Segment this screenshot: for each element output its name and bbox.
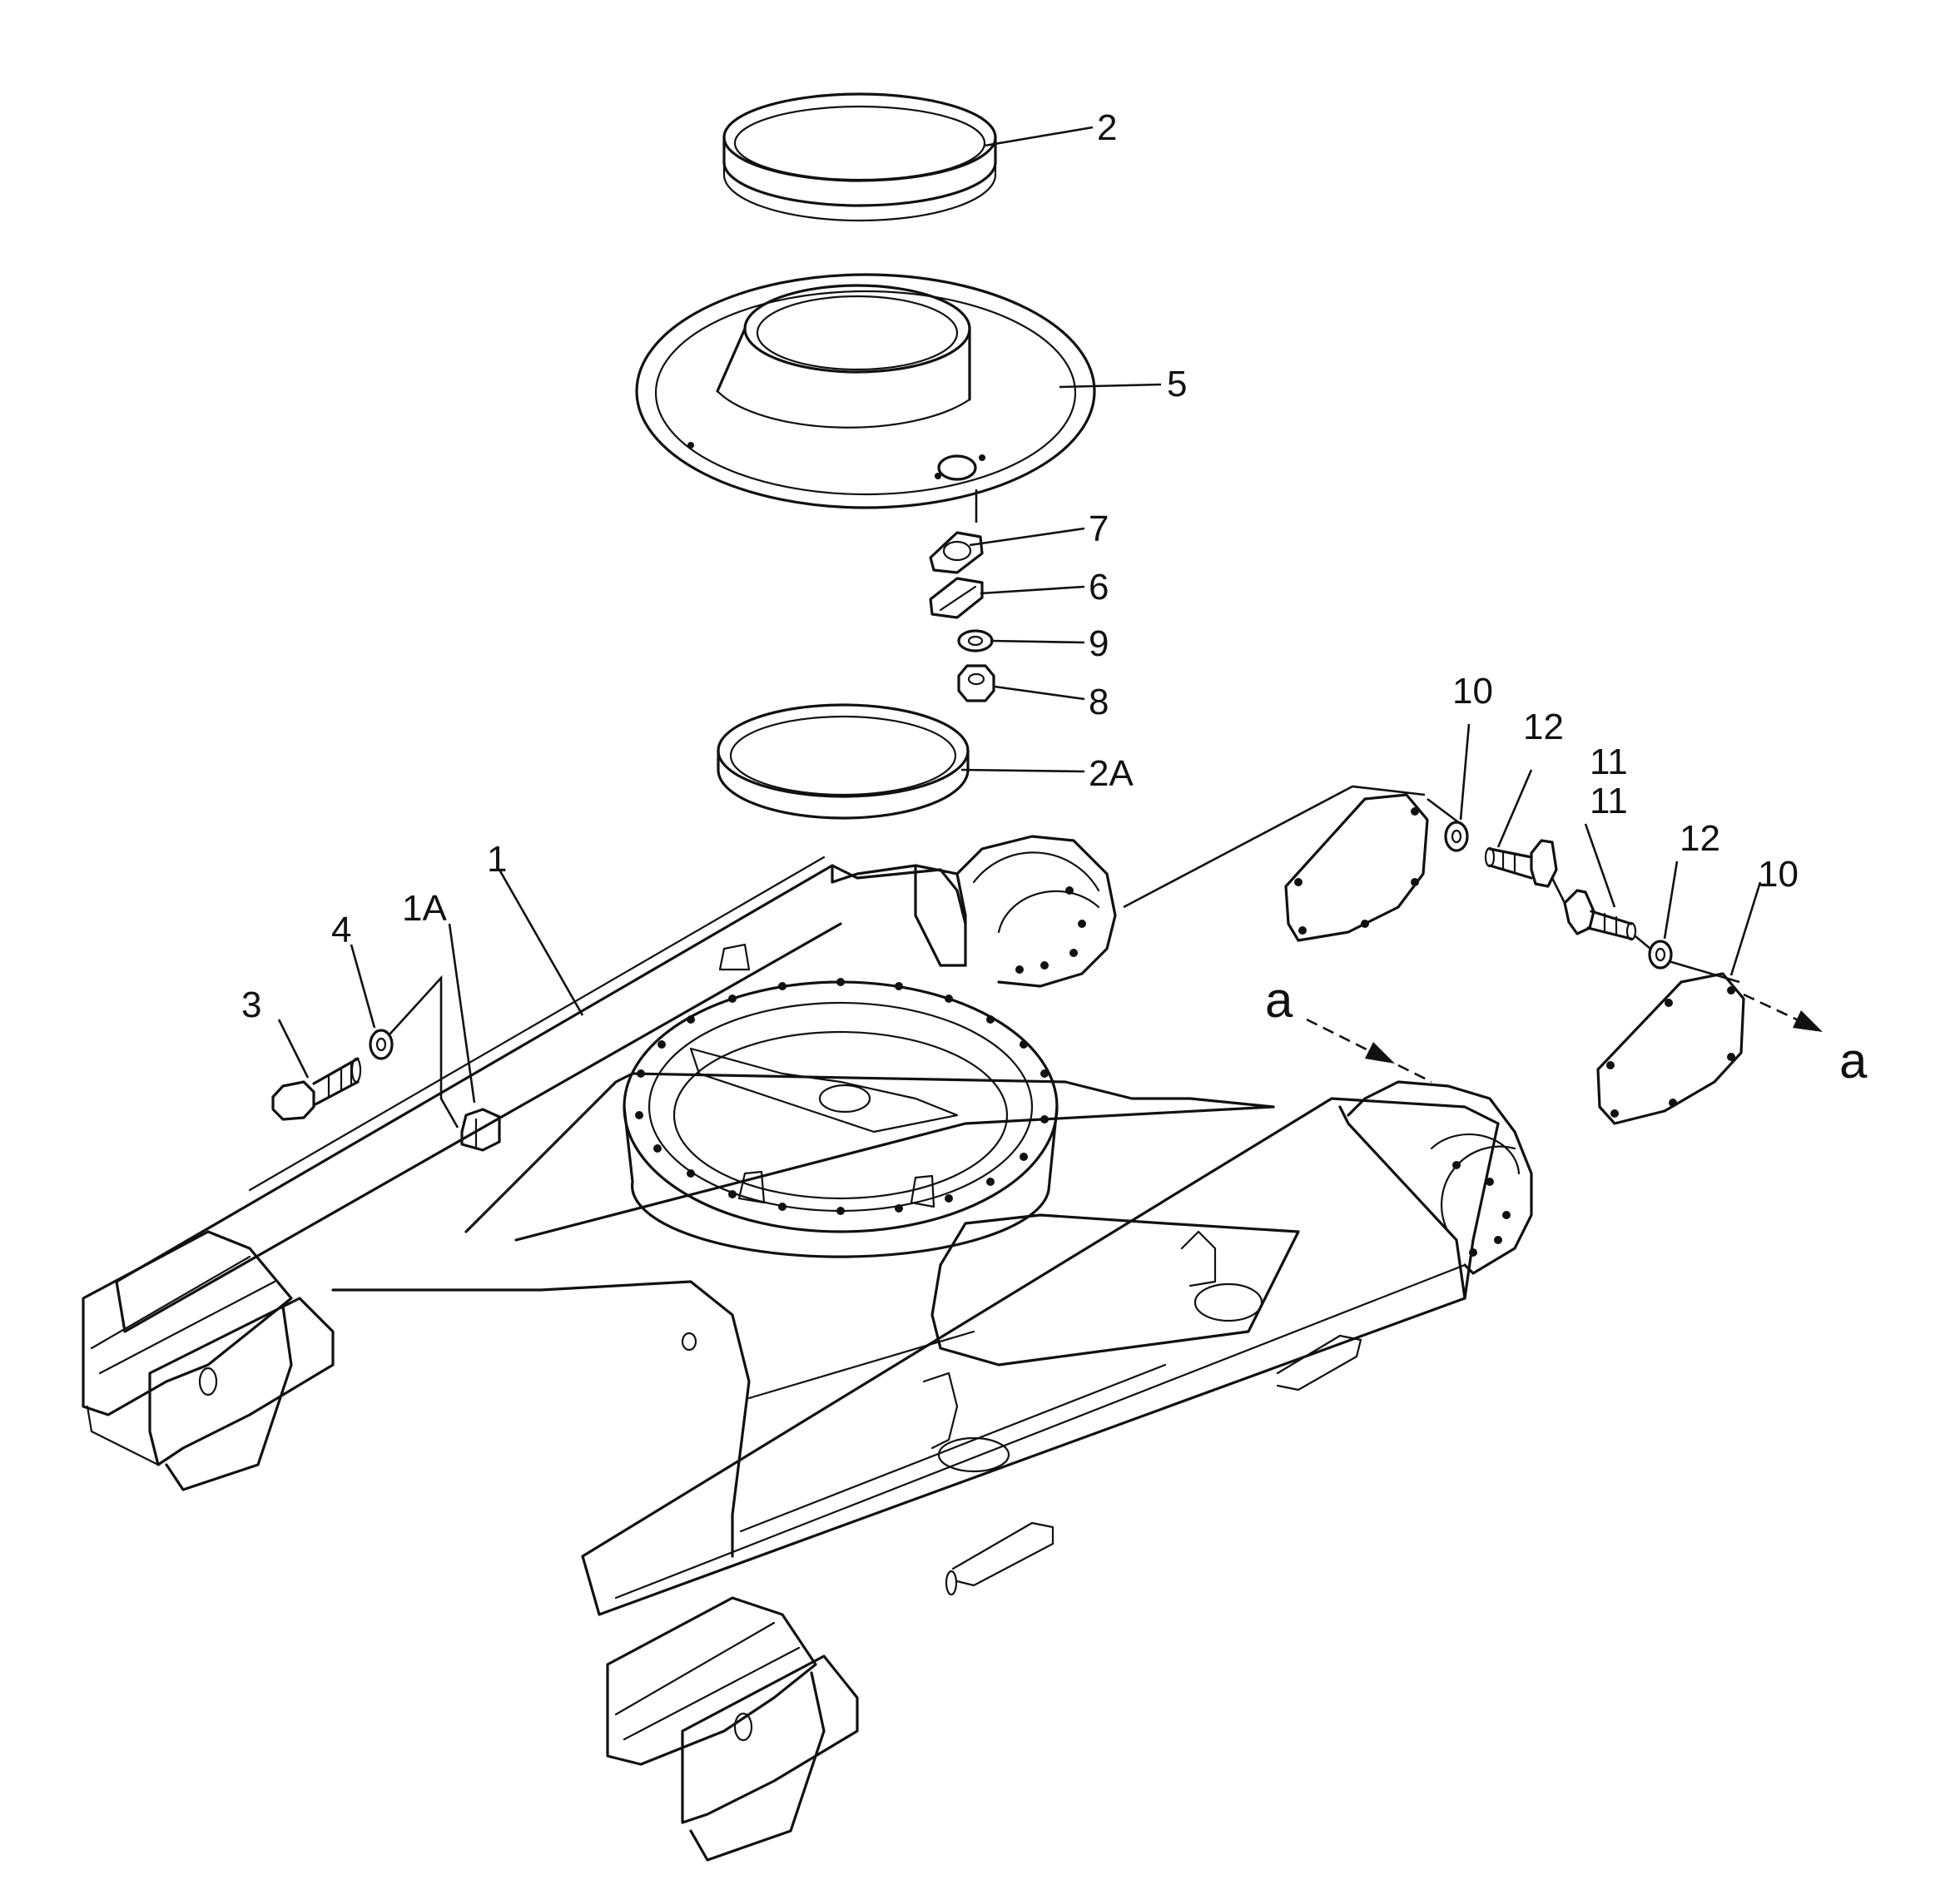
part-1-track-frame [82,835,1533,1862]
part-10-cover-upper [1284,793,1429,942]
part-9-washer [957,629,994,652]
callout-10-upper: 10 [1452,671,1493,712]
part-3-bolt [271,1057,362,1121]
part-11-bolt-upper [1484,839,1558,888]
part-7-gasket [929,531,984,574]
callout-7: 7 [1089,508,1109,549]
callout-4: 4 [331,910,351,950]
callout-6: 6 [1089,567,1109,608]
part-8-nut [957,664,995,702]
part-2-seal-ring [722,92,997,222]
view-mark-a-left: a [1265,972,1293,1028]
part-12-washer-upper [1444,821,1469,852]
callout-1: 1 [487,839,507,880]
view-arrows [1306,993,1823,1084]
callout-1A: 1A [402,888,447,929]
part-4-washer [369,1029,394,1060]
callout-12-upper: 12 [1523,707,1564,747]
part-6-cover [929,577,984,619]
callout-3: 3 [241,985,261,1025]
callout-2: 2 [1097,107,1117,148]
part-2A-seal-ring [717,703,970,820]
callout-11-upper: 11 [1590,742,1628,782]
part-11-bolt-lower [1563,889,1637,941]
callout-8: 8 [1089,682,1109,722]
callout-9: 9 [1089,623,1109,664]
callout-12-lower: 12 [1680,818,1720,859]
part-1A-bracket [460,1108,501,1152]
view-mark-a-right: a [1839,1033,1868,1089]
swing-circle-bolt-holes [635,978,1049,1215]
callout-5: 5 [1167,364,1187,404]
part-5-cover-plate [635,273,1096,509]
callout-11-lower: 11 [1590,781,1628,821]
callout-2A: 2A [1089,753,1134,794]
callout-10-lower: 10 [1758,854,1799,895]
part-10-cover-lower [1596,972,1745,1125]
part-12-washer-lower [1648,940,1673,970]
callout-labels: 2 5 7 6 9 8 2A 1 1A 4 3 10 12 11 11 12 1… [241,107,1868,1089]
leader-lines [277,126,1762,1128]
